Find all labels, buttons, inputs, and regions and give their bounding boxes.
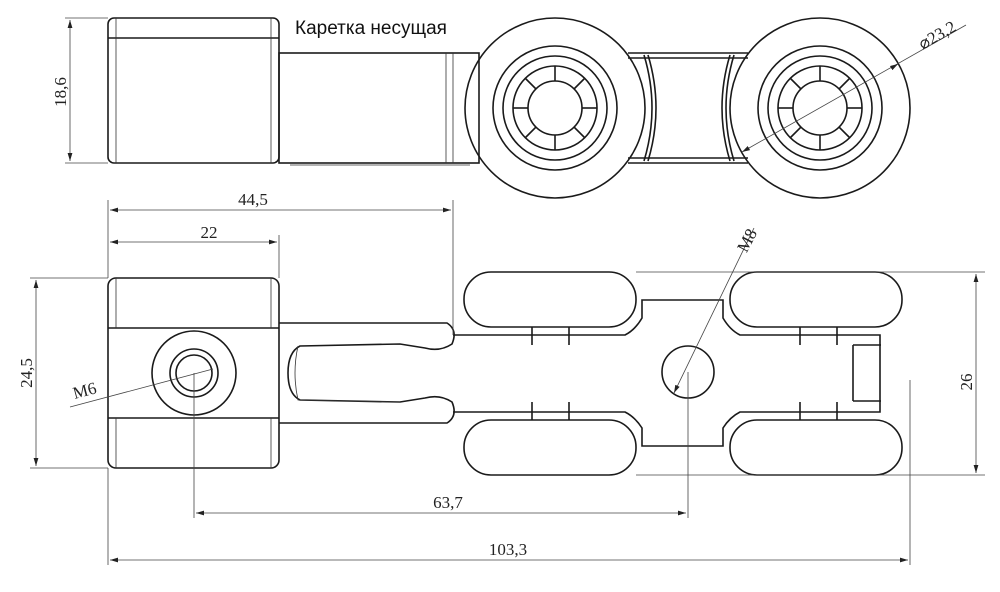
front-view: 44,5 22 24,5 M6 M8 26 <box>17 190 985 565</box>
dim-label-height-top: 18,6 <box>51 77 70 107</box>
dim-wheel-span: 26 <box>636 271 985 476</box>
dim-block-width: 22 <box>110 223 280 278</box>
drawing-title: Каретка несущая <box>295 18 447 39</box>
dim-label-length-to-joint: 44,5 <box>238 190 268 209</box>
dim-label-thread-m8: M8 <box>733 226 761 256</box>
dim-block-height: 24,5 <box>17 277 108 469</box>
dim-label-block-height: 24,5 <box>17 358 36 388</box>
wheel-front-top-left <box>463 271 637 328</box>
dim-label-wheel-diameter: ⌀23,2 <box>915 17 959 53</box>
connector-body-top <box>278 52 480 164</box>
dim-thread-m8: M8 <box>673 226 761 394</box>
dim-label-thread-m6: M6 <box>71 378 99 402</box>
dim-height-top: 18,6 <box>51 17 108 164</box>
wheel-right-top <box>729 17 911 199</box>
dim-label-block-width: 22 <box>201 223 218 242</box>
dim-overall-length: 103,3 <box>107 380 911 565</box>
wheel-front-top-right <box>729 271 903 328</box>
wheel-front-bottom-left <box>463 419 637 476</box>
dim-label-overall-length: 103,3 <box>489 540 527 559</box>
top-view: 18,6 ⌀23,2 <box>51 17 967 199</box>
dim-length-to-joint: 44,5 <box>107 190 454 335</box>
dim-label-hole-spacing: 63,7 <box>433 493 463 512</box>
dim-thread-m6: M6 <box>69 368 214 408</box>
dim-label-wheel-span: 26 <box>957 374 976 391</box>
wheel-front-bottom-right <box>729 419 903 476</box>
mounting-block-front <box>107 277 280 469</box>
wheel-left-top <box>464 17 646 199</box>
dim-hole-spacing: 63,7 <box>193 372 689 518</box>
mounting-block-top <box>107 17 280 164</box>
